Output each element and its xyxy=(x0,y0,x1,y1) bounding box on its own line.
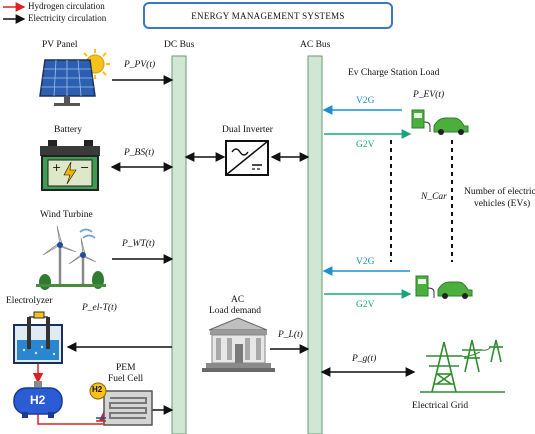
grid-label: Electrical Grid xyxy=(412,401,469,411)
ac-bus-bar xyxy=(307,55,323,434)
electrolyzer-label: Electrolyzer xyxy=(6,296,53,306)
legend-electricity-label: Electricity circulation xyxy=(28,13,107,23)
pv-panel-label: PV Panel xyxy=(42,40,78,50)
pwt-label: P_WT(t) xyxy=(122,239,155,249)
v2g-bottom-label: V2G xyxy=(356,257,375,267)
pel-label: P_el-T(t) xyxy=(82,303,117,313)
g2v-top-label: G2V xyxy=(356,140,375,150)
ac-load-label-line1: AC xyxy=(231,295,245,305)
wind-turbine-icon xyxy=(36,225,106,290)
svg-text:−: − xyxy=(80,161,89,174)
ac-load-label-line2: Load demand xyxy=(209,306,261,316)
ncar-symbol: N_Car xyxy=(421,192,447,202)
pbs-label: P_BS(t) xyxy=(124,148,155,158)
ev-station-label: Ev Charge Station Load xyxy=(348,68,440,78)
v2g-top-label: V2G xyxy=(356,96,375,106)
fuel-cell-label-line2: Fuel Cell xyxy=(108,374,144,384)
ppv-label: P_PV(t) xyxy=(124,60,156,70)
pv-panel-icon xyxy=(39,49,110,106)
dc-bus-bar xyxy=(171,55,187,434)
dc-bus-label: DC Bus xyxy=(164,40,195,50)
fuel-cell-label-line1: PEM xyxy=(116,363,136,373)
wind-turbine-label: Wind Turbine xyxy=(40,210,93,220)
ncar-label-line2: vehicles (EVs) xyxy=(474,199,531,209)
battery-label: Battery xyxy=(54,125,82,135)
ev-charger-top-icon xyxy=(411,109,469,135)
electrolyzer-icon xyxy=(13,311,63,364)
ncar-label-line1: Number of electric xyxy=(464,187,535,197)
legend-hydrogen-label: Hydrogen circulation xyxy=(28,1,105,11)
ac-bus-label: AC Bus xyxy=(300,40,331,50)
pg-label: P_g(t) xyxy=(352,354,377,364)
fuel-cell-icon xyxy=(89,382,153,426)
fuel-cell-badge: H2 xyxy=(92,385,103,394)
h2-tank-icon xyxy=(13,381,63,418)
pev-label: P_EV(t) xyxy=(413,90,445,100)
ev-charger-bottom-icon xyxy=(415,275,473,299)
building-icon xyxy=(202,317,275,372)
title-box: ENERGY MANAGEMENT SYSTEMS xyxy=(143,2,393,29)
svg-text:+: + xyxy=(52,161,61,174)
dual-inverter-label: Dual Inverter xyxy=(222,125,273,135)
pl-label: P_L(t) xyxy=(278,330,303,340)
g2v-bottom-label: G2V xyxy=(356,300,375,310)
dual-inverter-icon xyxy=(225,140,269,176)
diagram-title: ENERGY MANAGEMENT SYSTEMS xyxy=(191,10,345,21)
electrical-grid-icon xyxy=(420,339,505,393)
battery-icon: + − xyxy=(40,140,100,191)
h2-tank-label: H2 xyxy=(30,393,46,407)
